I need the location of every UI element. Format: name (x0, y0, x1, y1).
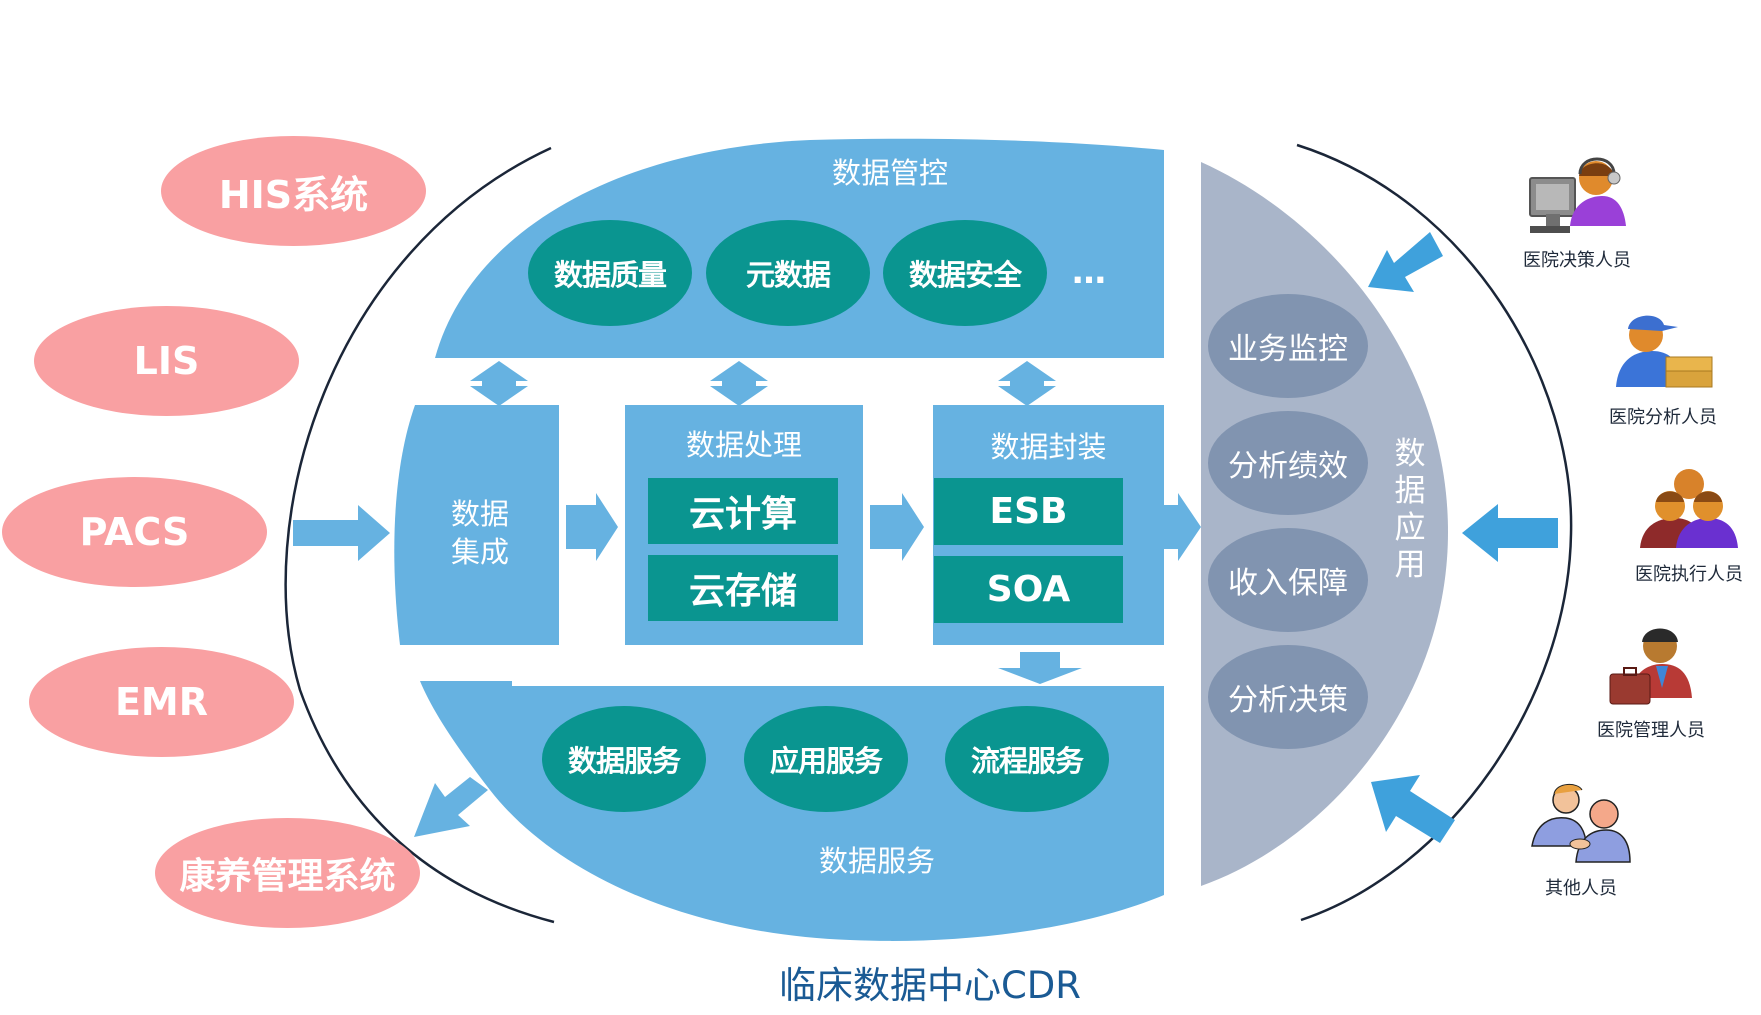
arrow-up-left-icon (1371, 775, 1455, 843)
processing-item-label: 云计算 (688, 494, 797, 535)
packaging-item-label: SOA (986, 569, 1071, 610)
application-item-label: 分析绩效 (1228, 449, 1348, 484)
source-pacs[interactable]: PACS (2, 477, 267, 587)
soa-rect (934, 556, 1123, 623)
user-analyst[interactable]: 医院分析人员 (1598, 305, 1728, 429)
bidirectional-arrow-icon (470, 361, 528, 406)
processing-title: 数据处理 (685, 428, 802, 462)
arrow-right-icon (870, 493, 924, 561)
bidirectional-arrow-icon (710, 361, 768, 406)
consumer-kangyang-label: 康养管理系统 (179, 856, 396, 897)
source-emr[interactable]: EMR (29, 647, 294, 757)
delivery-person-icon (1616, 315, 1713, 388)
services-title: 数据服务 (818, 844, 935, 878)
source-lis[interactable]: LIS (34, 306, 299, 416)
arrow-right-icon (566, 493, 618, 561)
user-executor[interactable]: 医院执行人员 (1624, 462, 1754, 586)
application-title-char: 应 (1394, 510, 1426, 546)
packaging-item-esb[interactable]: ESB (934, 478, 1123, 545)
application-item-label: 业务监控 (1228, 332, 1348, 367)
integration-box (394, 405, 559, 645)
application-item-business-monitoring[interactable]: 业务监控 (1208, 294, 1368, 398)
businessman-briefcase-icon (1609, 628, 1692, 705)
arrow-left-icon (1462, 504, 1558, 562)
consumer-kangyang-system[interactable]: 康养管理系统 (155, 818, 420, 928)
service-item-label: 流程服务 (970, 744, 1084, 778)
user-label: 医院执行人员 (1635, 564, 1743, 585)
arrow-down-icon (998, 652, 1082, 684)
governance-item-label: 元数据 (745, 258, 831, 292)
governance-item-metadata[interactable]: 元数据 (706, 220, 870, 326)
service-item-data-service[interactable]: 数据服务 (542, 706, 706, 812)
packaging-title: 数据封装 (990, 430, 1107, 464)
source-lis-label: LIS (133, 339, 200, 383)
user-others[interactable]: 其他人员 (1516, 776, 1646, 900)
cloud-compute-rect (648, 478, 838, 544)
user-manager[interactable]: 医院管理人员 (1586, 618, 1716, 742)
processing-item-cloud-compute[interactable]: 云计算 (648, 478, 838, 544)
arrow-down-left-icon (1368, 232, 1443, 292)
arrow-down-left-icon (414, 777, 488, 837)
handshake-people-icon (1531, 784, 1631, 863)
processing-item-cloud-storage[interactable]: 云存储 (648, 555, 838, 621)
user-label: 其他人员 (1545, 878, 1617, 899)
application-item-label: 收入保障 (1228, 566, 1348, 601)
service-item-label: 数据服务 (567, 744, 681, 778)
outer-boundary-left-arc (284, 146, 555, 924)
integration-title-line1: 数据 (450, 497, 509, 531)
service-item-label: 应用服务 (769, 744, 883, 778)
application-title: 数 据 应 用 (1390, 436, 1430, 584)
governance-item-data-quality[interactable]: 数据质量 (528, 220, 692, 326)
arrow-right-icon (293, 505, 390, 561)
user-input-arrows (1368, 232, 1558, 843)
application-item-label: 分析决策 (1228, 683, 1348, 718)
source-his-label: HIS系统 (218, 172, 369, 217)
outer-boundary-right-arc (1296, 143, 1573, 922)
bidirectional-arrow-icon (998, 361, 1056, 406)
user-label: 医院分析人员 (1609, 407, 1717, 428)
packaging-item-soa[interactable]: SOA (934, 556, 1123, 623)
diagram-caption: 临床数据中心CDR (778, 964, 1082, 1007)
application-item-performance-analysis[interactable]: 分析绩效 (1208, 411, 1368, 515)
application-title-char: 据 (1394, 473, 1426, 509)
source-pacs-label: PACS (79, 510, 190, 554)
source-his[interactable]: HIS系统 (161, 136, 426, 246)
application-item-revenue-assurance[interactable]: 收入保障 (1208, 528, 1368, 632)
bidirectional-arrows (470, 361, 1056, 406)
user-label: 医院管理人员 (1597, 720, 1705, 741)
source-emr-label: EMR (114, 680, 209, 724)
application-title-char: 数 (1394, 436, 1426, 472)
processing-item-label: 云存储 (688, 571, 797, 612)
arrow-right-icon (1164, 493, 1201, 561)
integration-title-line2: 集成 (450, 535, 509, 569)
governance-title: 数据管控 (831, 156, 948, 190)
esb-rect (934, 478, 1123, 545)
service-item-application-service[interactable]: 应用服务 (744, 706, 908, 812)
governance-item-label: 数据质量 (553, 258, 667, 292)
packaging-item-label: ESB (989, 491, 1068, 532)
application-title-char: 用 (1394, 547, 1426, 583)
governance-item-data-security[interactable]: 数据安全 (883, 220, 1047, 326)
user-decision-maker[interactable]: 医院决策人员 (1512, 148, 1642, 272)
integration-title: 数据 集成 (430, 495, 530, 571)
cloud-storage-rect (648, 555, 838, 621)
flow-arrows (293, 493, 1201, 837)
call-center-person-icon (1529, 157, 1626, 233)
governance-item-label: 数据安全 (908, 258, 1022, 292)
service-item-process-service[interactable]: 流程服务 (945, 706, 1109, 812)
governance-more-ellipsis: … (1072, 252, 1106, 292)
group-people-icon (1640, 469, 1738, 548)
user-label: 医院决策人员 (1523, 250, 1631, 271)
application-item-decision-analysis[interactable]: 分析决策 (1208, 645, 1368, 749)
